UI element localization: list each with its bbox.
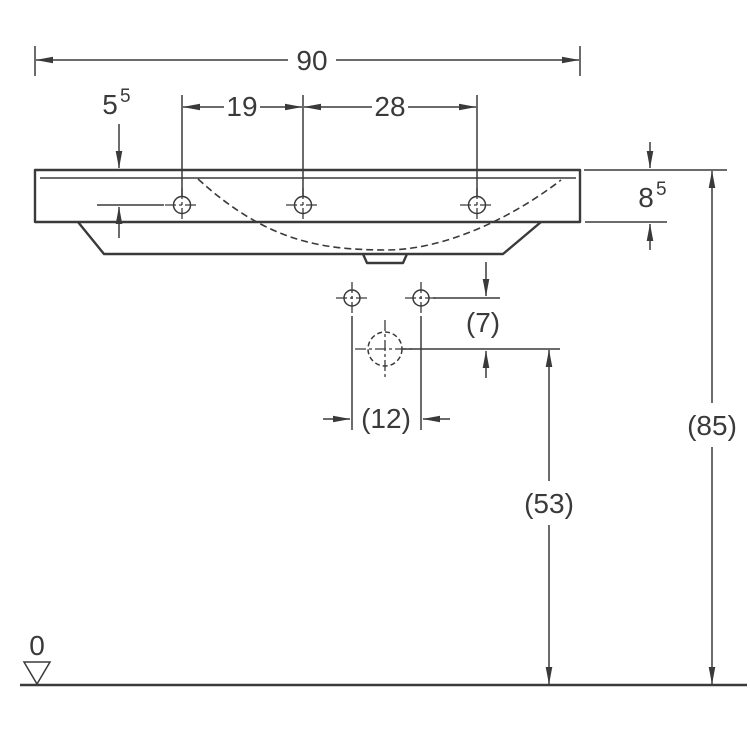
dim-overall-height-label: (85) xyxy=(687,410,737,441)
datum-zero-label: 0 xyxy=(29,630,45,661)
datum-marker: 0 xyxy=(22,630,52,686)
dim-tap-spacing-28: 28 xyxy=(303,91,478,196)
dim-top-edge-to-tap-hole: 5 5 xyxy=(97,86,164,238)
dim-overall-width: 90 xyxy=(34,45,581,76)
dim-fixing-spacing: (12) xyxy=(323,316,450,434)
dim-fixing-spacing-label: (12) xyxy=(361,403,411,434)
dim-outlet-height: (53) xyxy=(524,349,574,685)
basin-outline xyxy=(33,168,582,224)
bowl-hidden-contour xyxy=(197,178,562,251)
dim-front-height-label: 8 xyxy=(638,182,654,213)
datum-triangle xyxy=(22,661,52,686)
dim-overall-height: (85) xyxy=(687,170,737,685)
fixing-hole-left xyxy=(336,282,368,314)
dim-front-height-superscript: 5 xyxy=(656,179,667,200)
basin-underside xyxy=(77,221,542,256)
dim-front-height: 8 5 xyxy=(584,142,727,250)
dim-tap-spacing-19-label: 19 xyxy=(226,91,257,122)
dim-top-offset-superscript: 5 xyxy=(120,86,131,107)
dim-outlet-height-label: (53) xyxy=(524,488,574,519)
dim-overall-width-label: 90 xyxy=(296,45,327,76)
dim-top-offset-label: 5 xyxy=(102,89,118,120)
dim-tap-spacing-28-label: 28 xyxy=(374,91,405,122)
basin-outlet-tab xyxy=(361,253,409,265)
dim-fixing-to-outlet-label: (7) xyxy=(466,307,500,338)
dim-fixing-to-outlet: (7) xyxy=(403,262,560,378)
fixing-hole-right xyxy=(405,282,437,314)
dim-tap-spacing-19: 19 xyxy=(181,91,304,196)
